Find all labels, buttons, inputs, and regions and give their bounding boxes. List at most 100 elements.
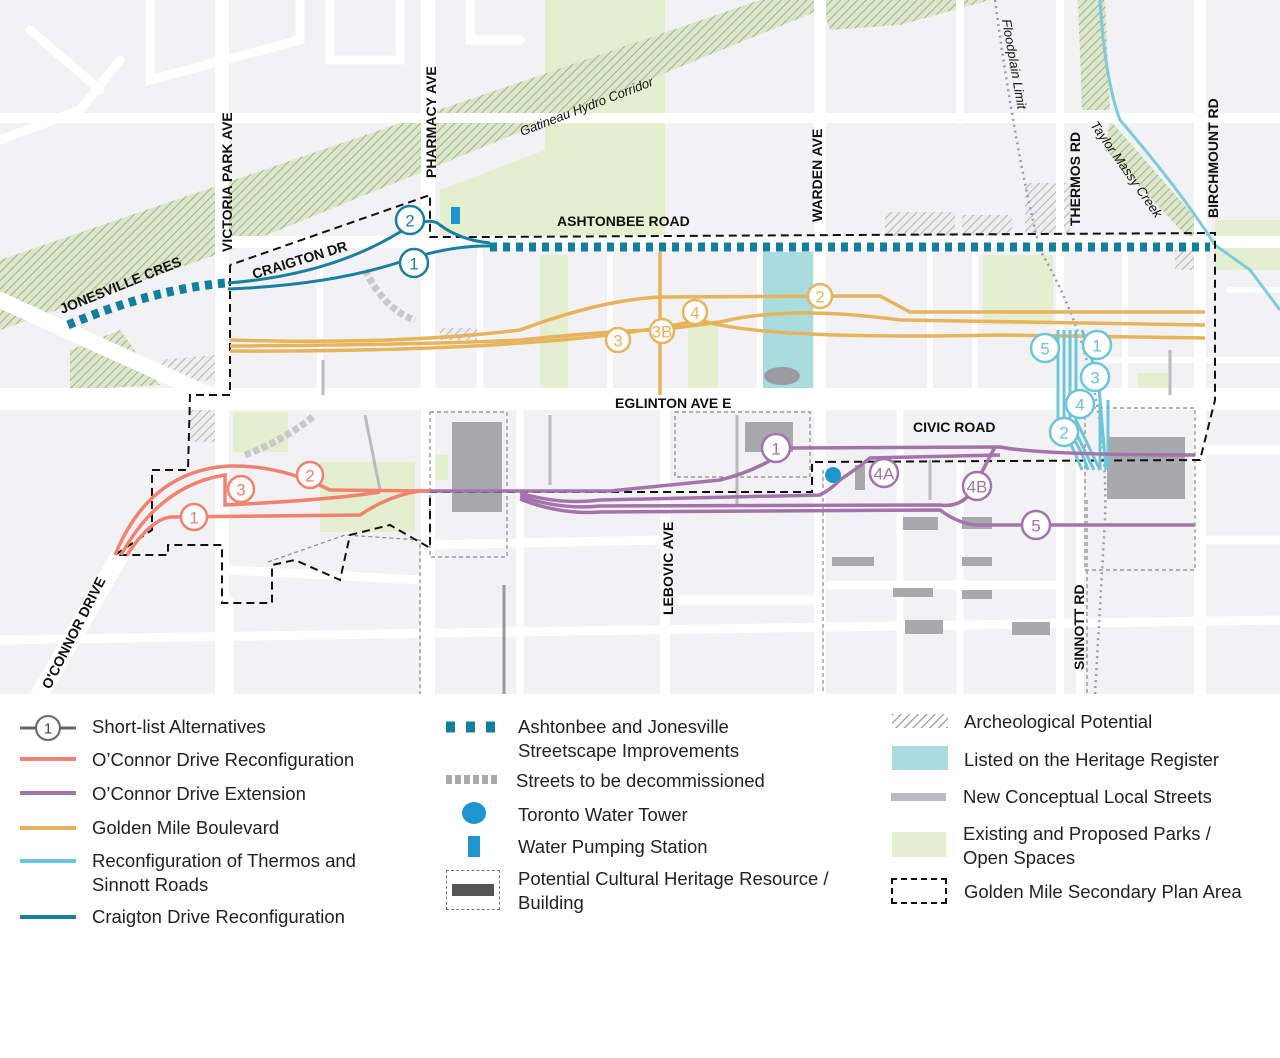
marker-thermos-4: 4 xyxy=(1064,388,1096,420)
marker-circle xyxy=(806,282,834,310)
oconnor-reconfig-swatch xyxy=(20,757,76,761)
marker-label: 1 xyxy=(771,440,780,459)
legend: 1 Short-list Alternatives O’Connor Drive… xyxy=(0,694,1280,1058)
taylor-massy-creek xyxy=(1098,0,1280,311)
label-ashtonbee: ASHTONBEE ROAD xyxy=(557,213,690,229)
hydro-corridor xyxy=(0,0,820,330)
oconnor-road xyxy=(31,546,129,694)
label-warden: WARDEN AVE xyxy=(809,129,825,222)
grey-dashes-icon xyxy=(446,775,500,784)
marker-oconnor-ext-4B: 4B xyxy=(961,470,993,502)
marker-thermos-1: 1 xyxy=(1081,329,1113,361)
marker-label: 4 xyxy=(1075,396,1084,415)
marker-label: 3 xyxy=(1090,369,1099,388)
hatch-icon xyxy=(892,714,948,728)
marker-label: 1 xyxy=(409,255,418,274)
heritage-building xyxy=(764,367,800,385)
label-eglinton: EGLINTON AVE E xyxy=(615,395,731,411)
legend-pumping-station: Water Pumping Station xyxy=(518,836,708,857)
label-birchmount: BIRCHMOUNT RD xyxy=(1205,98,1221,218)
water-pumping-station xyxy=(451,207,460,224)
jonesville-streetscape xyxy=(66,278,226,330)
label-lebovic: LEBOVIC AVE xyxy=(660,522,676,615)
marker-golden-mile-2: 2 xyxy=(806,282,834,310)
marker-circle xyxy=(1064,388,1096,420)
label-pharmacy: PHARMACY AVE xyxy=(423,66,439,178)
marker-label: 2 xyxy=(815,288,824,307)
plan-area-icon xyxy=(891,878,947,904)
heritage-resource-icon xyxy=(446,870,500,910)
marker-circle xyxy=(1020,509,1052,541)
marker-oconnor-reconfig-2: 2 xyxy=(295,460,325,490)
pumping-station-icon xyxy=(468,836,480,857)
legend-short-list: Short-list Alternatives xyxy=(92,716,266,737)
marker-label: 1 xyxy=(189,509,198,528)
marker-label: 2 xyxy=(305,467,314,486)
golden-mile-swatch xyxy=(20,826,76,830)
marker-golden-mile-4: 4 xyxy=(681,298,709,326)
local-streets-swatch xyxy=(891,793,946,801)
legend-local-streets: New Conceptual Local Streets xyxy=(963,786,1212,807)
marker-circle xyxy=(394,204,426,236)
roads xyxy=(0,0,1280,694)
svg-text:1: 1 xyxy=(44,721,52,738)
legend-thermos-sinnott: Reconfiguration of Thermos and Sinnott R… xyxy=(92,850,356,895)
marker-circle xyxy=(868,457,900,489)
label-victoria-park: VICTORIA PARK AVE xyxy=(219,112,235,252)
legend-plan-area: Golden Mile Secondary Plan Area xyxy=(964,881,1242,902)
streets-decommissioned xyxy=(243,268,417,459)
craigton-swatch xyxy=(20,915,76,919)
marker-label: 4 xyxy=(690,304,699,323)
marker-thermos-5: 5 xyxy=(1029,332,1061,364)
thermos-sinnott-swatch xyxy=(20,859,76,863)
marker-label: 3 xyxy=(236,481,245,500)
marker-circle xyxy=(1079,361,1111,393)
marker-circle xyxy=(681,298,709,326)
marker-circle xyxy=(1081,329,1113,361)
parks-swatch xyxy=(892,832,946,857)
marker-oconnor-ext-5: 5 xyxy=(1020,509,1052,541)
marker-circle xyxy=(760,432,792,464)
teal-dashes-icon xyxy=(446,721,498,733)
golden-mile-routes xyxy=(229,252,1206,395)
marker-circle xyxy=(961,470,993,502)
marker-circle xyxy=(604,326,632,354)
legend-oconnor-reconfig: O’Connor Drive Reconfiguration xyxy=(92,749,355,770)
marker-oconnor-reconfig-1: 1 xyxy=(179,502,209,532)
marker-label: 3B xyxy=(652,323,673,342)
marker-circle xyxy=(295,460,325,490)
marker-label: 3 xyxy=(613,332,622,351)
legend-heritage-register: Listed on the Heritage Register xyxy=(964,749,1220,770)
marker-golden-mile-3: 3 xyxy=(604,326,632,354)
marker-circle xyxy=(398,247,430,279)
marker-oconnor-ext-1: 1 xyxy=(760,432,792,464)
marker-circle xyxy=(1029,332,1061,364)
marker-circle xyxy=(648,317,676,345)
marker-label: 5 xyxy=(1031,517,1040,536)
marker-label: 1 xyxy=(1092,337,1101,356)
legend-decommissioned: Streets to be decommissioned xyxy=(516,770,765,791)
marker-label: 4A xyxy=(874,465,895,484)
legend-archeological: Archeological Potential xyxy=(964,711,1153,732)
marker-circle xyxy=(179,502,209,532)
legend-oconnor-extension: O’Connor Drive Extension xyxy=(92,783,306,804)
marker-craigton-1: 1 xyxy=(398,247,430,279)
marker-label: 2 xyxy=(1059,424,1068,443)
marker-golden-mile-3B: 3B xyxy=(648,317,676,345)
jonesville-road xyxy=(0,292,228,408)
heritage-register-swatch xyxy=(892,746,948,770)
marker-label: 5 xyxy=(1040,340,1049,359)
legend-parks: Existing and Proposed Parks / Open Space… xyxy=(963,823,1211,868)
water-tower-icon xyxy=(462,802,486,824)
legend-golden-mile: Golden Mile Boulevard xyxy=(92,817,280,838)
legend-heritage-resource: Potential Cultural Heritage Resource / B… xyxy=(518,868,829,913)
marker-label: 2 xyxy=(405,212,414,231)
new-conceptual-local-streets xyxy=(321,350,1172,694)
marker-circle xyxy=(1048,416,1080,448)
secondary-plan-boundary xyxy=(111,193,1216,604)
label-civic: CIVIC ROAD xyxy=(913,419,995,435)
marker-circle xyxy=(226,474,256,504)
toronto-water-tower xyxy=(825,467,841,483)
legend-water-tower: Toronto Water Tower xyxy=(518,804,688,825)
